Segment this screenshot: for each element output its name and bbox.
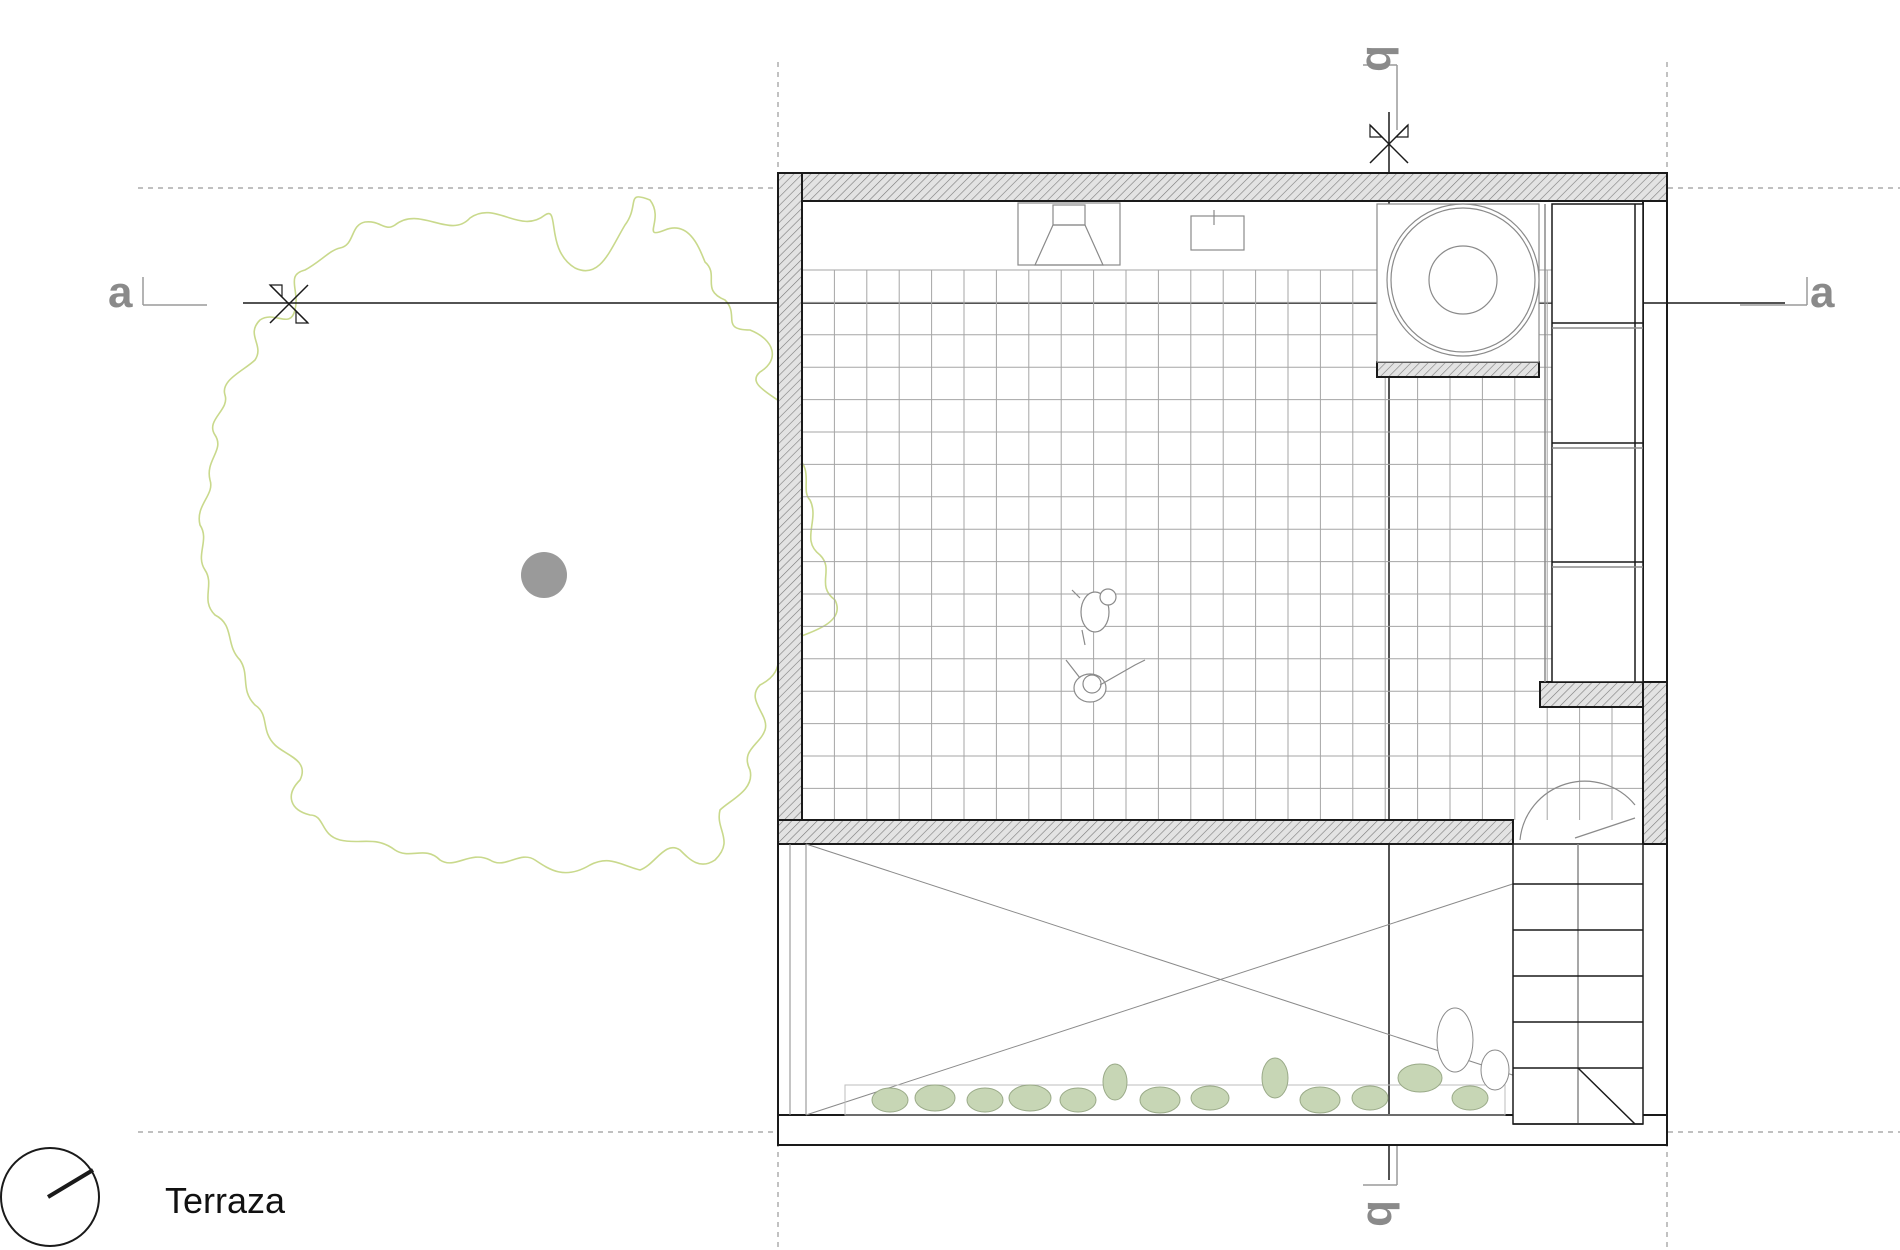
shelving-unit [1544, 203, 1644, 683]
staircase-icon [1512, 843, 1644, 1125]
drawing-caption: Terraza [165, 1180, 286, 1221]
floor-tile-grid [801, 269, 1643, 820]
door-swing [1519, 780, 1636, 841]
planter-plants-icon [844, 1007, 1510, 1116]
section-mark-b-top: b [1357, 45, 1406, 72]
fixtures [1017, 202, 1245, 266]
section-mark-a-right: a [1810, 268, 1835, 317]
people-figures-icon [1065, 588, 1146, 703]
section-mark-a-left: a [108, 268, 133, 317]
water-tank-icon [1376, 203, 1540, 363]
walls [777, 172, 1668, 845]
section-mark-b-bottom: b [1358, 1200, 1407, 1227]
tree-canopy-icon [198, 196, 838, 874]
north-arrow-icon [0, 1147, 100, 1247]
